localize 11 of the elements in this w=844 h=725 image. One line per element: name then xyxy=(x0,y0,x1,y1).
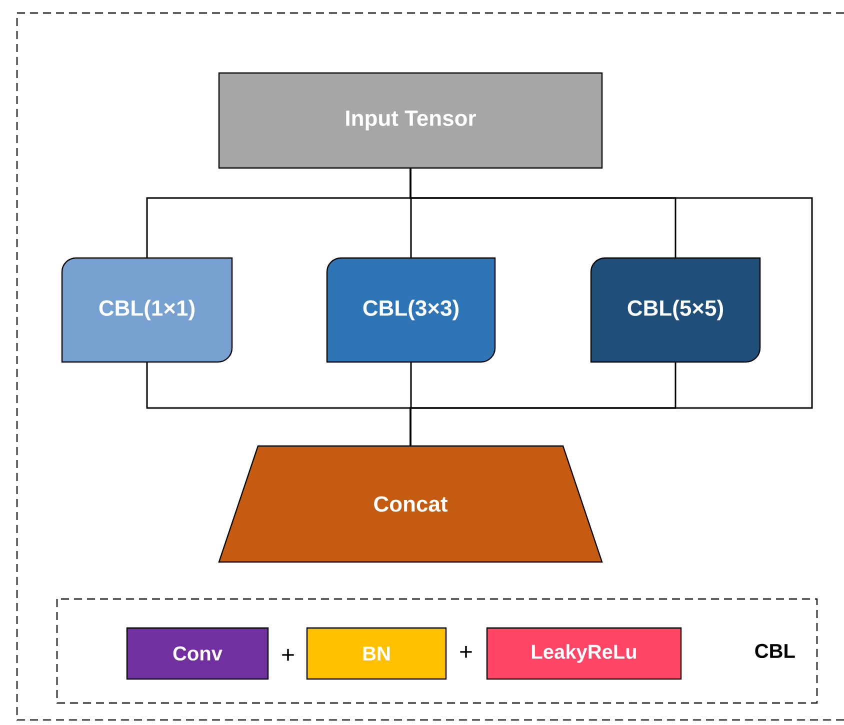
process-box: CBL(1×1) xyxy=(61,257,233,363)
connector-line xyxy=(410,362,676,446)
process-box: CBL(3×3) xyxy=(326,257,496,363)
process-box: LeakyReLu xyxy=(486,627,682,680)
process-box: Conv xyxy=(126,627,269,680)
plus-sign: + xyxy=(282,649,294,661)
trapezoid-box: Concat xyxy=(218,445,603,563)
process-box: Input Tensor xyxy=(218,72,603,169)
plus-sign: + xyxy=(460,646,472,658)
process-box: BN xyxy=(306,627,447,680)
process-box: CBL(5×5) xyxy=(590,257,761,363)
